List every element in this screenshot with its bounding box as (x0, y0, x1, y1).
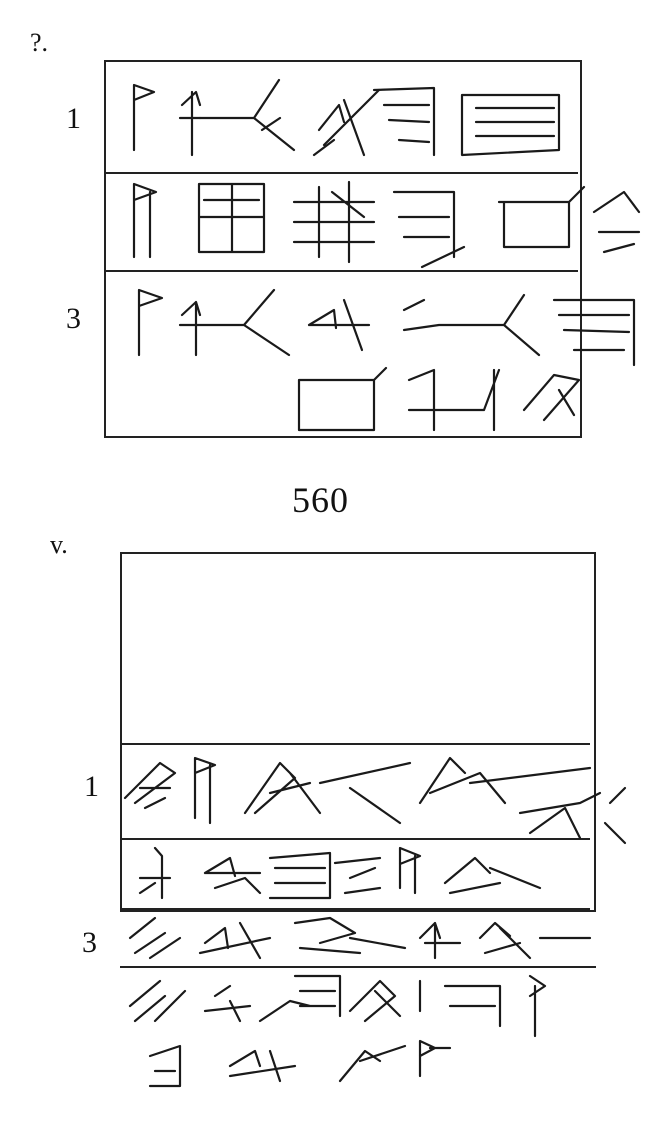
obverse-side-label: ?. (30, 28, 49, 57)
reverse-line-divider-1 (120, 838, 590, 840)
reverse-continuation-cuneiform-signs (128, 974, 547, 1088)
obverse-line-1-cuneiform-signs (132, 78, 561, 157)
reverse-blank-area-divider (120, 743, 590, 745)
reverse-line-divider-3 (120, 966, 596, 968)
reverse-line-number-3: 3 (82, 926, 97, 959)
obverse-line-3-cuneiform-signs (137, 288, 636, 432)
reverse-side-label: v. (50, 530, 68, 559)
reverse-tablet-frame (120, 552, 596, 912)
reverse-line-2-cuneiform-signs (138, 846, 542, 900)
reverse-line-number-1: 1 (84, 770, 99, 803)
obverse-tablet-frame (104, 60, 582, 438)
obverse-line-2-cuneiform-signs (132, 180, 641, 269)
obverse-line-number-1: 1 (66, 102, 81, 135)
reverse-line-3-cuneiform-signs (128, 916, 592, 960)
obverse-line-divider-2 (104, 270, 578, 272)
reverse-line-divider-2 (120, 908, 590, 910)
obverse-line-divider-1 (104, 172, 578, 174)
catalog-number: 560 (292, 480, 349, 520)
reverse-line-1-cuneiform-signs (123, 756, 627, 845)
obverse-line-number-3: 3 (66, 302, 81, 335)
